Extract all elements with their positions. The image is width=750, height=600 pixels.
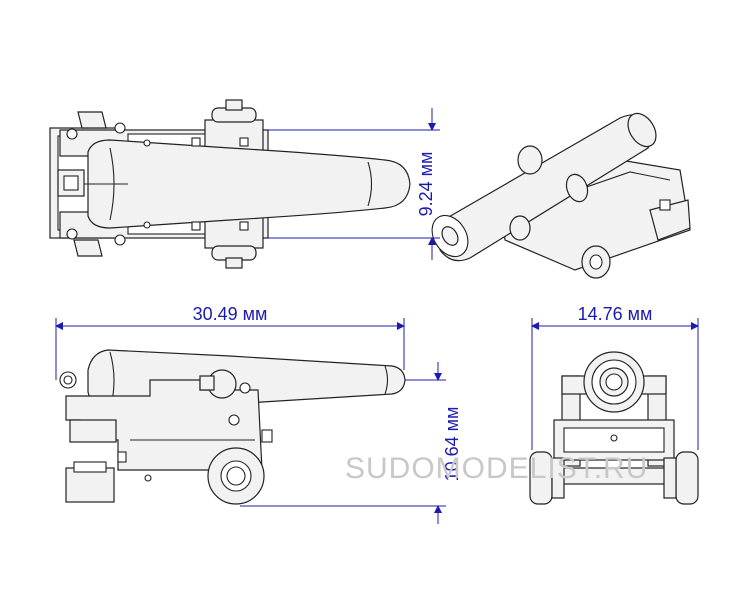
dimension-length: 30.49 мм	[55, 304, 405, 380]
width-label: 14.76 мм	[578, 304, 653, 324]
top-view	[49, 99, 411, 269]
side-height-label: 10.64 мм	[442, 407, 462, 482]
dimension-side-height: 10.64 мм	[240, 362, 462, 524]
length-label: 30.49 мм	[193, 304, 268, 324]
side-view	[59, 349, 406, 505]
watermark-text: SUDOMODELIST.RU	[345, 452, 648, 485]
front-view	[529, 351, 699, 505]
dimension-top-height: 9.24 мм	[268, 108, 440, 260]
dimension-width: 14.76 мм	[531, 304, 699, 450]
top-height-label: 9.24 мм	[416, 152, 436, 217]
perspective-view	[431, 112, 691, 279]
